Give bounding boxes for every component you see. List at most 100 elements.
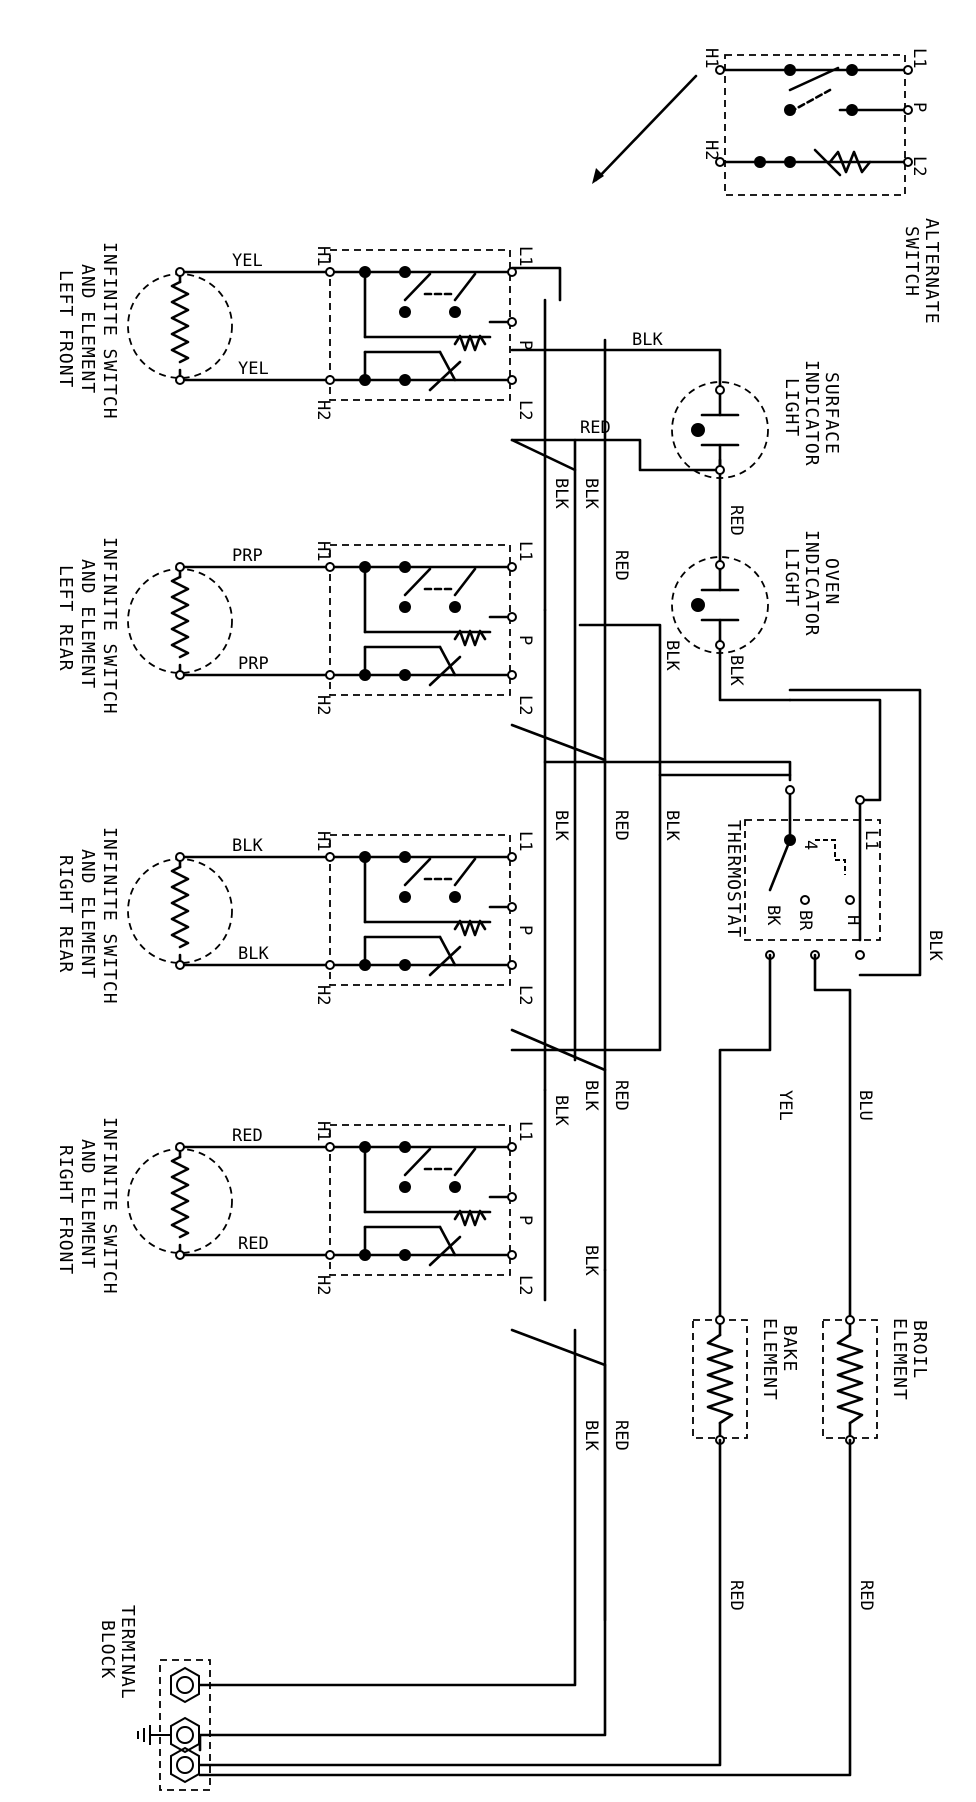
term-l2: L2 bbox=[515, 400, 535, 420]
thermo-br: BR bbox=[795, 910, 815, 931]
surface-light-3: LIGHT bbox=[781, 378, 802, 437]
switch-label-line2: AND ELEMENT bbox=[77, 849, 98, 979]
wire-label: RED bbox=[611, 810, 631, 841]
surface-light-2: INDICATOR bbox=[801, 360, 822, 467]
switch-label-line2: AND ELEMENT bbox=[77, 559, 98, 689]
wire-label: BLK bbox=[662, 810, 682, 841]
bake-element-1: BAKE bbox=[779, 1325, 800, 1372]
terminal-block: TERMINAL BLOCK bbox=[97, 1605, 211, 1791]
term-l2: L2 bbox=[515, 1275, 535, 1295]
element-wire-label: YEL bbox=[238, 359, 269, 379]
switch-label-line3: LEFT FRONT bbox=[55, 270, 76, 388]
thermostat: 4 L1 H BK BR THERMOSTAT bbox=[718, 785, 881, 1322]
switch-label-line1: INFINITE SWITCH bbox=[99, 537, 120, 715]
element-wire-label: BLK bbox=[238, 944, 269, 964]
oven-light-1: OVEN bbox=[821, 558, 842, 605]
alt-switch-title-2: SWITCH bbox=[901, 226, 922, 297]
element-wire-label: BLK bbox=[232, 836, 263, 856]
term-h1: H1 bbox=[313, 1121, 333, 1141]
term-h2: H2 bbox=[313, 695, 333, 715]
wire-label: RED bbox=[726, 505, 746, 536]
term-p: P bbox=[515, 635, 535, 645]
wire-label: BLK bbox=[726, 655, 746, 686]
wire-label: BLK bbox=[662, 640, 682, 671]
switch-label-line3: RIGHT FRONT bbox=[55, 1145, 76, 1275]
wire-label: BLK bbox=[925, 930, 945, 961]
thermo-l1: L1 bbox=[861, 830, 881, 850]
term-h2: H2 bbox=[313, 985, 333, 1005]
term-p: P bbox=[515, 340, 535, 350]
indicator-lights: SURFACE INDICATOR LIGHT OVEN INDICATOR L… bbox=[671, 360, 842, 654]
wire-label: BLK bbox=[581, 1420, 601, 1451]
wire-label: BLU bbox=[855, 1090, 875, 1121]
term-l1: L1 bbox=[515, 541, 535, 561]
wire-label: BLK bbox=[551, 810, 571, 841]
alternate-switch: H1 H2 L1 P L2 ALTERNATE SWITCH bbox=[592, 48, 942, 325]
wire-label: RED bbox=[856, 1580, 876, 1611]
terminal-block-2: BLOCK bbox=[97, 1620, 118, 1679]
term-l1: L1 bbox=[515, 1121, 535, 1141]
switch-label-line3: LEFT REAR bbox=[55, 565, 76, 672]
wire-label: BLK bbox=[581, 478, 601, 509]
term-p: P bbox=[515, 925, 535, 935]
element-wire-label: PRP bbox=[232, 546, 263, 566]
alt-term-l2: L2 bbox=[909, 156, 929, 176]
wire-labels: BLK RED BLK BLK RED RED BLK BLK BLK RED … bbox=[551, 330, 945, 1611]
broil-element-1: BROIL bbox=[909, 1320, 930, 1379]
wire-label: BLK bbox=[551, 1095, 571, 1126]
oven-light-2: INDICATOR bbox=[801, 530, 822, 637]
switch-label-line1: INFINITE SWITCH bbox=[99, 1117, 120, 1295]
bake-element-2: ELEMENT bbox=[759, 1318, 780, 1401]
thermostat-title: THERMOSTAT bbox=[723, 820, 744, 938]
oven-light-3: LIGHT bbox=[781, 548, 802, 607]
term-h2: H2 bbox=[313, 400, 333, 420]
alt-term-h2: H2 bbox=[701, 140, 721, 160]
element-wire-label: YEL bbox=[232, 251, 263, 271]
switch-label-line1: INFINITE SWITCH bbox=[99, 242, 120, 420]
wire-label: BLK bbox=[581, 1080, 601, 1111]
term-l1: L1 bbox=[515, 831, 535, 851]
term-h1: H1 bbox=[313, 246, 333, 266]
alt-term-p: P bbox=[909, 102, 929, 112]
wire-label: RED bbox=[726, 1580, 746, 1611]
wire-label: RED bbox=[611, 1420, 631, 1451]
thermo-4: 4 bbox=[800, 840, 820, 850]
element-wire-label: RED bbox=[238, 1234, 269, 1254]
term-h2: H2 bbox=[313, 1275, 333, 1295]
oven-elements: BAKE ELEMENT BROIL ELEMENT bbox=[198, 1315, 930, 1777]
wire-label: YEL bbox=[775, 1090, 795, 1121]
switch-label-line2: AND ELEMENT bbox=[77, 1139, 98, 1269]
term-l2: L2 bbox=[515, 985, 535, 1005]
term-h1: H1 bbox=[313, 831, 333, 851]
wire-label: BLK bbox=[551, 478, 571, 509]
element-wire-label: RED bbox=[232, 1126, 263, 1146]
alt-term-h1: H1 bbox=[701, 48, 721, 68]
thermo-bk: BK bbox=[763, 905, 783, 926]
wire-label: BLK bbox=[632, 330, 663, 350]
alt-term-l1: L1 bbox=[909, 48, 929, 68]
broil-element-2: ELEMENT bbox=[889, 1318, 910, 1401]
wire-label: BLK bbox=[581, 1245, 601, 1276]
surface-light-1: SURFACE bbox=[821, 372, 842, 455]
term-l2: L2 bbox=[515, 695, 535, 715]
terminal-block-1: TERMINAL bbox=[117, 1605, 138, 1700]
switch-label-line2: AND ELEMENT bbox=[77, 264, 98, 394]
wire-label: RED bbox=[611, 550, 631, 581]
thermo-h: H bbox=[843, 915, 863, 925]
wire-label: RED bbox=[580, 418, 611, 438]
term-h1: H1 bbox=[313, 541, 333, 561]
arrow-icon bbox=[592, 168, 604, 184]
term-l1: L1 bbox=[515, 246, 535, 266]
wire-label: RED bbox=[611, 1080, 631, 1111]
switch-label-line3: RIGHT REAR bbox=[55, 855, 76, 973]
alt-switch-title-1: ALTERNATE bbox=[921, 218, 942, 325]
term-p: P bbox=[515, 1215, 535, 1225]
element-wire-label: PRP bbox=[238, 654, 269, 674]
switch-label-line1: INFINITE SWITCH bbox=[99, 827, 120, 1005]
